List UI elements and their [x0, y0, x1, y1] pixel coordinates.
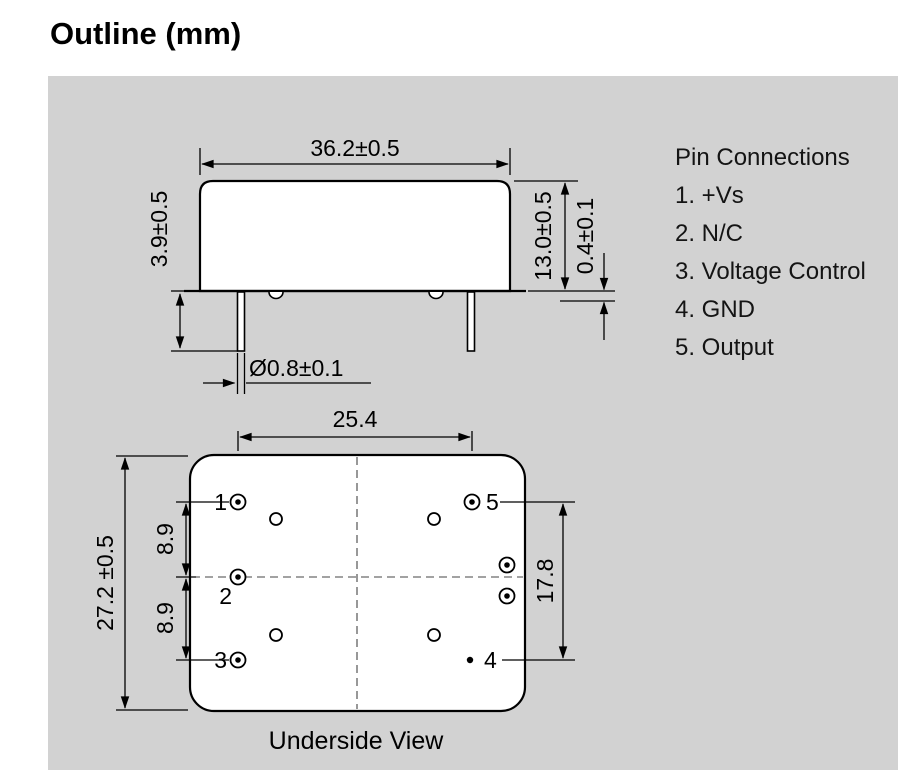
dim-pitch-lower: [176, 578, 229, 661]
dim-pin-length: [171, 290, 238, 352]
pin-right: [466, 291, 476, 352]
pin-connection-item: 1. +Vs: [675, 182, 744, 209]
dim-width-label: 36.2±0.5: [310, 135, 399, 161]
side-view: 36.2±0.5 3.9±0.5 13.0±0.5 0.4±0.1: [146, 135, 615, 394]
dim-pitch-upper-label: 8.9: [152, 523, 178, 555]
dim-pin-span-horizontal-label: 25.4: [333, 406, 378, 432]
pin-connections-title: Pin Connections: [675, 144, 850, 171]
pin-connection-item: 2. N/C: [675, 220, 744, 247]
dim-pin-diameter-label: Ø0.8±0.1: [249, 355, 343, 381]
pin-2-label: 2: [219, 583, 232, 609]
pin-2-center: [235, 574, 241, 580]
standoff-circle: [427, 512, 441, 526]
mount-pad-upper-center: [504, 562, 510, 568]
dim-pitch-lower-label: 8.9: [152, 602, 178, 634]
dim-pin-span-horizontal: [237, 431, 473, 451]
pin-5-center: [469, 499, 475, 505]
page-title: Outline (mm): [50, 16, 242, 51]
standoff-circles: [269, 512, 441, 642]
pin-connection-item: 4. GND: [675, 296, 756, 323]
pin-connection-item: 5. Output: [675, 334, 774, 361]
underside-view: 1 5 2 3 4 25.4 27.2 ±0.5: [92, 406, 575, 755]
underside-caption: Underside View: [269, 727, 445, 755]
pin-connection-item: 3. Voltage Control: [675, 258, 866, 285]
standoff-circle: [269, 628, 283, 642]
mount-pad-lower-center: [504, 593, 510, 599]
dim-pin-diameter: [203, 353, 371, 394]
standoff-circle: [269, 512, 283, 526]
standoff-bump-right: [428, 291, 444, 300]
dim-width: [199, 148, 511, 175]
dim-standoff: [560, 253, 615, 340]
dim-pitch-upper: [176, 501, 229, 578]
standoff-bump-left: [268, 291, 284, 300]
pin-1-center: [235, 499, 241, 505]
dim-body-height-label: 13.0±0.5: [530, 191, 556, 280]
pin-3-center: [235, 657, 241, 663]
pin-4-dot: [466, 656, 474, 664]
dim-body-height: [514, 180, 615, 292]
pin-pads: [229, 493, 516, 669]
dim-standoff-label: 0.4±0.1: [572, 198, 598, 275]
dim-pin-span-vertical: [500, 501, 575, 661]
pin-4-label: 4: [484, 647, 497, 673]
package-body: [198, 179, 512, 293]
standoff-circle: [427, 628, 441, 642]
dim-underside-height-label: 27.2 ±0.5: [92, 535, 118, 631]
dim-pin-span-vertical-label: 17.8: [532, 559, 558, 604]
pin-connections: Pin Connections 1. +Vs 2. N/C 3. Voltage…: [675, 139, 866, 367]
dim-underside-height: [116, 455, 188, 711]
pin-5-label: 5: [486, 489, 499, 515]
dim-pin-length-label: 3.9±0.5: [146, 191, 172, 268]
pin-left: [236, 291, 246, 352]
